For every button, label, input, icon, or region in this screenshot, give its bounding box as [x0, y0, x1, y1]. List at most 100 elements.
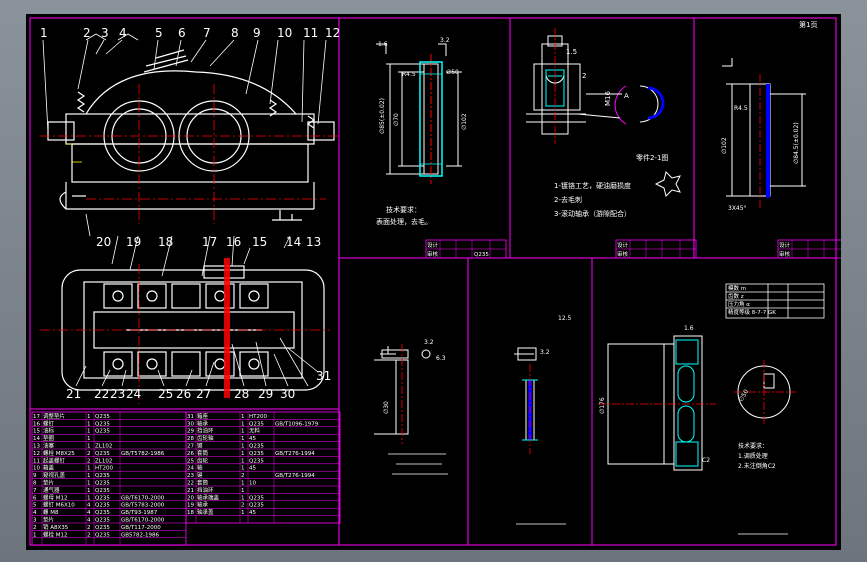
bom-row-qty: 4 [87, 510, 91, 516]
bom-row-no: 20 [187, 495, 194, 501]
title-block-label-0: 设计 [427, 241, 439, 249]
part-number-28: 28 [234, 387, 249, 401]
bom-row-name: 轴承盖 [197, 508, 214, 516]
bom-row-no: 25 [187, 458, 194, 464]
detail-a-note-1: 技术要求： [386, 205, 421, 214]
bom-row-name: 螺 M8 [43, 508, 59, 516]
part-number-20: 20 [96, 235, 111, 249]
bom-row-name: 轴承端盖 [197, 493, 220, 501]
bom-row-no: 16 [33, 421, 40, 427]
bom-row-material: Q235 [95, 488, 110, 494]
bom-row-name: 通气器 [43, 486, 60, 494]
bom-row-no: 14 [33, 436, 40, 442]
part-number-17: 17 [202, 235, 217, 249]
bom-row-no: 2 [33, 525, 37, 531]
dim-e-2: 3.2 [540, 349, 550, 356]
dim-a-d50: ∅50 [446, 69, 459, 76]
bom-row-no: 4 [33, 510, 37, 516]
bom-row-no: 27 [187, 444, 194, 450]
gear-param-1: 模数 m [728, 284, 746, 292]
bom-row-name: 垫片 [43, 516, 54, 524]
detail-b-title: 零件2-1图 [636, 153, 668, 162]
part-number-13: 13 [306, 235, 321, 249]
bom-row-qty: 1 [241, 495, 245, 501]
bom-row-standard: GB/T5783-2000 [121, 503, 165, 509]
dim-c-d84: ∅84.5(±0.02) [793, 122, 800, 164]
bom-row-material: 45 [249, 436, 256, 442]
part-number-10: 10 [277, 26, 292, 40]
part-number-15: 15 [252, 235, 267, 249]
bom-row-name: 轴 [197, 464, 203, 472]
sheet-border [29, 17, 837, 546]
title-block-label-1: 设计 [617, 241, 629, 249]
bom-row-name: 垫片 [43, 479, 54, 487]
dim-f-2: C2 [702, 457, 710, 464]
part-number-23: 23 [110, 387, 125, 401]
dim-b-2: 2 [582, 72, 586, 80]
bom-row-name: 窥视孔盖 [43, 471, 66, 479]
gear-note-2: 1.调质处理 [738, 452, 768, 460]
sheet-divisions [30, 18, 836, 545]
bom-row-material: Q235 [95, 473, 110, 479]
bom-row-qty: 1 [87, 481, 91, 487]
bom-row-material: Q235 [95, 429, 110, 435]
bom-row-material: Q235 [95, 510, 110, 516]
part-number-18: 18 [158, 235, 173, 249]
bom-row-no: 1 [33, 532, 37, 538]
bom-row-name: 调整垫片 [43, 412, 65, 420]
bom-row-qty: 1 [87, 444, 91, 450]
part-number-7: 7 [203, 26, 211, 40]
detail-b-note-2: 2-去毛刺 [554, 195, 582, 204]
bom-row-qty: 1 [241, 488, 245, 494]
detail-e-ring: 12.5 3.2 [514, 315, 572, 525]
sheet-label: 第1页 [799, 20, 817, 29]
bom-row-name: 螺母 M12 [43, 493, 68, 501]
gear-param-3: 压力角 α [728, 300, 750, 308]
part-number-6: 6 [178, 26, 186, 40]
bom-row-qty: 1 [241, 414, 245, 420]
bom-row-standard: GB/T5782-1986 [121, 451, 165, 457]
bom-row-no: 5 [33, 503, 37, 509]
part-number-12: 12 [325, 26, 340, 40]
dim-a-d70: ∅70 [393, 113, 400, 126]
title-block-label-2: 审核 [779, 250, 791, 258]
bom-row-name: 螺钉 [43, 419, 55, 427]
bom-row-qty: 1 [241, 436, 245, 442]
bom-row-standard: GB/T117-2000 [121, 525, 161, 531]
dim-d-2: 6.3 [436, 355, 446, 362]
bom-row-name: 销 A8X35 [43, 523, 69, 531]
part-number-4: 4 [119, 26, 127, 40]
dim-c-r: R4.5 [734, 105, 748, 112]
bom-row-material: Q235 [95, 495, 110, 501]
part-number-30: 30 [280, 387, 295, 401]
detail-b-cap: 1.5 2 M16 A 零件2-1图 1-镀铬工艺，硬油磨损度 2-去毛刺 3-… [526, 28, 681, 218]
detail-f-gear: 模数 m 齿数 z 压力角 α 精度等级 8-7-7 GK 1.6 C2 ∅50… [598, 283, 825, 535]
bom-row-no: 31 [187, 414, 194, 420]
bom-row-material: Q235 [95, 421, 110, 427]
bom-row-material: Q235 [95, 503, 110, 509]
part-number-22: 22 [94, 387, 109, 401]
bom-row-no: 7 [33, 488, 37, 494]
bom-row-name: 油塞 [43, 442, 55, 450]
part-number-26: 26 [176, 387, 191, 401]
part-number-14: 14 [286, 235, 301, 249]
bom-row-material: ZL102 [95, 458, 112, 464]
bom-row-qty: 1 [241, 421, 245, 427]
bom-row-no: 23 [187, 473, 194, 479]
part-number-21: 21 [66, 387, 81, 401]
part-number-11: 11 [303, 26, 318, 40]
bom-row-material: 45 [249, 510, 256, 516]
bom-row-material: ZL102 [95, 444, 112, 450]
part-number-1: 1 [40, 26, 48, 40]
bom-row-material: Q235 [249, 421, 264, 427]
bom-row-material: HT200 [95, 466, 113, 472]
dim-f-3: ∅50 [738, 388, 751, 403]
bom-row-material: Q235 [95, 414, 110, 420]
bom-row-name: 油标 [43, 427, 55, 435]
dim-a-1: 1.6 [378, 41, 388, 48]
